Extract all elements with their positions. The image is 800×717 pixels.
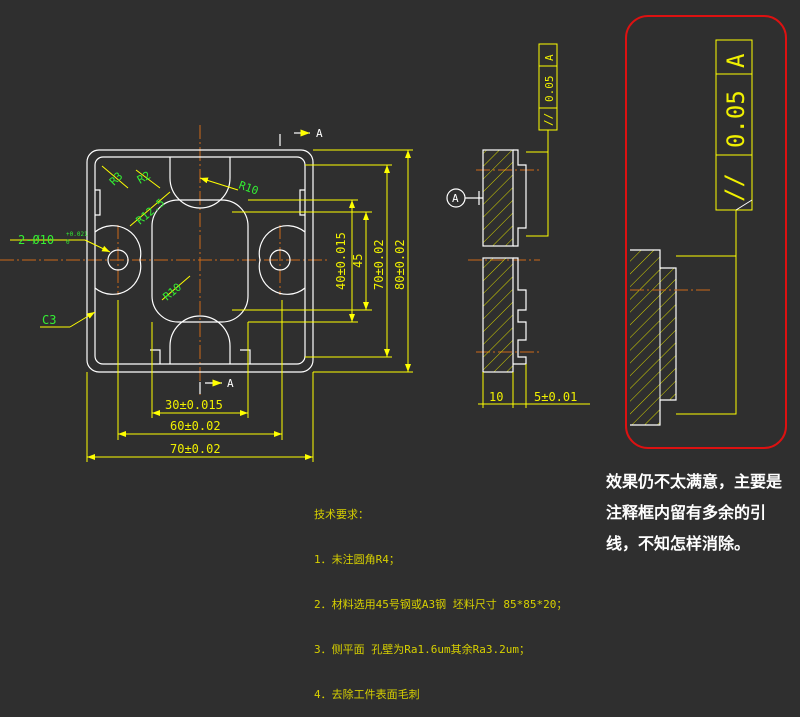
front-view: A A R3 R2 R10 R12.5 R10 2-Ø10 +0.021 0 C… [0, 125, 413, 462]
radius-labels: R3 R2 R10 R12.5 R10 2-Ø10 +0.021 0 C3 [18, 169, 260, 327]
cad-drawing-canvas: A A R3 R2 R10 R12.5 R10 2-Ø10 +0.021 0 C… [0, 15, 787, 462]
dim-h80: 80±0.02 [393, 239, 407, 290]
tol-small-value: 0.05 [543, 76, 556, 103]
datum-label: A [452, 192, 459, 205]
dimension-texts: 30±0.015 60±0.02 70±0.02 40±0.015 45 70±… [165, 232, 407, 456]
tol-small-datum: A [543, 54, 556, 61]
dim-t5: 5±0.01 [534, 390, 577, 404]
section-view: A // 0.05 A 10 5±0.01 [446, 43, 590, 408]
datum-symbol [446, 188, 483, 208]
dim-w70: 70±0.02 [170, 442, 221, 456]
tolerance-frame-large [676, 39, 753, 415]
dim-r10-top: R10 [237, 179, 260, 198]
dim-r12-5: R12.5 [134, 196, 168, 227]
tech-item-3: 3．侧平面 孔壁为Ra1.6um其余Ra3.2um； [314, 643, 530, 656]
section-dims [478, 364, 590, 408]
dim-hole-tol-lower: 0 [66, 239, 70, 246]
dim-w60: 60±0.02 [170, 419, 221, 433]
highlight-frame [625, 15, 787, 449]
part-outline [86, 149, 314, 373]
tol-large-value: 0.05 [722, 90, 750, 148]
zoom-detail: // 0.05 A [625, 15, 787, 449]
dim-h70: 70±0.02 [372, 239, 386, 290]
tech-title: 技术要求： [314, 508, 369, 521]
tol-large-datum: A [722, 53, 750, 68]
dim-h40: 40±0.015 [334, 232, 348, 290]
tech-item-1: 1．未注圆角R4； [314, 553, 400, 566]
section-body [482, 149, 527, 373]
technical-requirements: 技术要求： 1．未注圆角R4； 2．材料选用45号钢或A3钢 坯料尺寸 85*8… [314, 477, 567, 717]
dim-r2: R2 [135, 169, 153, 187]
tol-small-symbol: // [542, 113, 555, 126]
dim-t10: 10 [489, 390, 503, 404]
dim-hole-callout: 2-Ø10 [18, 233, 54, 247]
tech-item-2: 2．材料选用45号钢或A3钢 坯料尺寸 85*85*20； [314, 598, 568, 611]
tech-item-4: 4．去除工件表面毛刺 [314, 688, 420, 701]
section-label-top: A [316, 127, 323, 140]
section-markers [199, 129, 310, 394]
section-label-bottom: A [227, 377, 234, 390]
dim-w30: 30±0.015 [165, 398, 223, 412]
user-note: 效果仍不太满意，主要是注释框内留有多余的引线，不知怎样消除。 [606, 472, 783, 553]
dim-hole-tol-upper: +0.021 [66, 231, 88, 238]
dim-h45: 45 [351, 254, 365, 268]
tolerance-frame-small [526, 43, 558, 237]
centerlines [0, 125, 330, 395]
tol-large-symbol: // [720, 173, 748, 202]
dim-chamfer: C3 [42, 313, 56, 327]
leader-lines [10, 165, 239, 328]
dimension-lines [86, 149, 413, 462]
